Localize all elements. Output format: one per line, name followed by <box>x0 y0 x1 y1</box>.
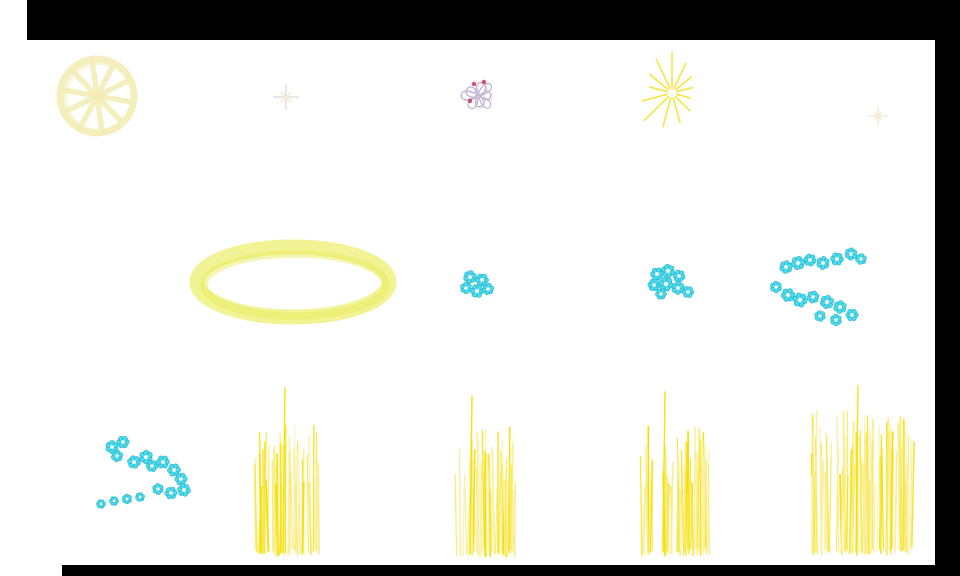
letterbox-top <box>0 0 960 40</box>
drawing-canvas[interactable] <box>0 40 935 565</box>
canvas-notch-top-left <box>0 0 27 40</box>
letterbox-bottom <box>0 565 960 576</box>
right-black-strip <box>935 40 960 565</box>
canvas-notch-bottom-left <box>0 565 62 576</box>
